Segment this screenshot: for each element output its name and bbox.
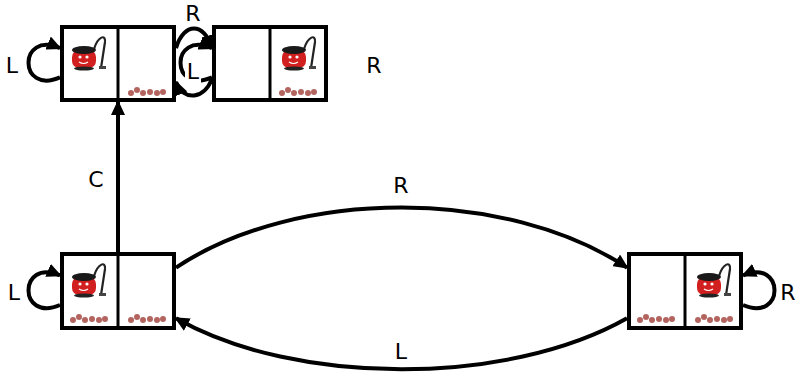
transition-arrow: [116, 102, 120, 252]
action-label: L: [393, 340, 409, 364]
action-label: C: [86, 168, 105, 192]
transition-arrow: [176, 208, 627, 268]
action-label: R: [391, 174, 410, 198]
state-box: [60, 25, 176, 102]
dirt-pile: [279, 87, 317, 96]
vacuum-icon: [282, 37, 316, 70]
transition-arrow: [743, 272, 775, 308]
cell-divider: [117, 252, 120, 330]
action-label: L: [185, 60, 201, 84]
action-label: R: [364, 54, 383, 78]
state-box: [212, 25, 328, 102]
vacuum-icon: [697, 264, 731, 297]
action-label: R: [183, 2, 202, 26]
dirt-pile: [128, 314, 166, 323]
cell-divider: [684, 252, 687, 330]
cell-divider: [269, 25, 272, 102]
dirt-pile: [637, 314, 675, 323]
action-label: R: [778, 281, 797, 305]
vacuum-icon: [72, 264, 106, 297]
transition-arrow: [29, 45, 61, 81]
transition-arrow: [29, 272, 61, 308]
dirt-pile: [128, 87, 166, 96]
dirt-pile: [70, 314, 108, 323]
state-box: [627, 252, 743, 330]
action-label: L: [4, 54, 20, 78]
dirt-pile: [695, 314, 733, 323]
transition-arrow: [176, 318, 627, 369]
state-box: [60, 252, 176, 330]
cell-divider: [117, 25, 120, 102]
vacuum-icon: [72, 37, 106, 70]
action-label: L: [6, 281, 22, 305]
